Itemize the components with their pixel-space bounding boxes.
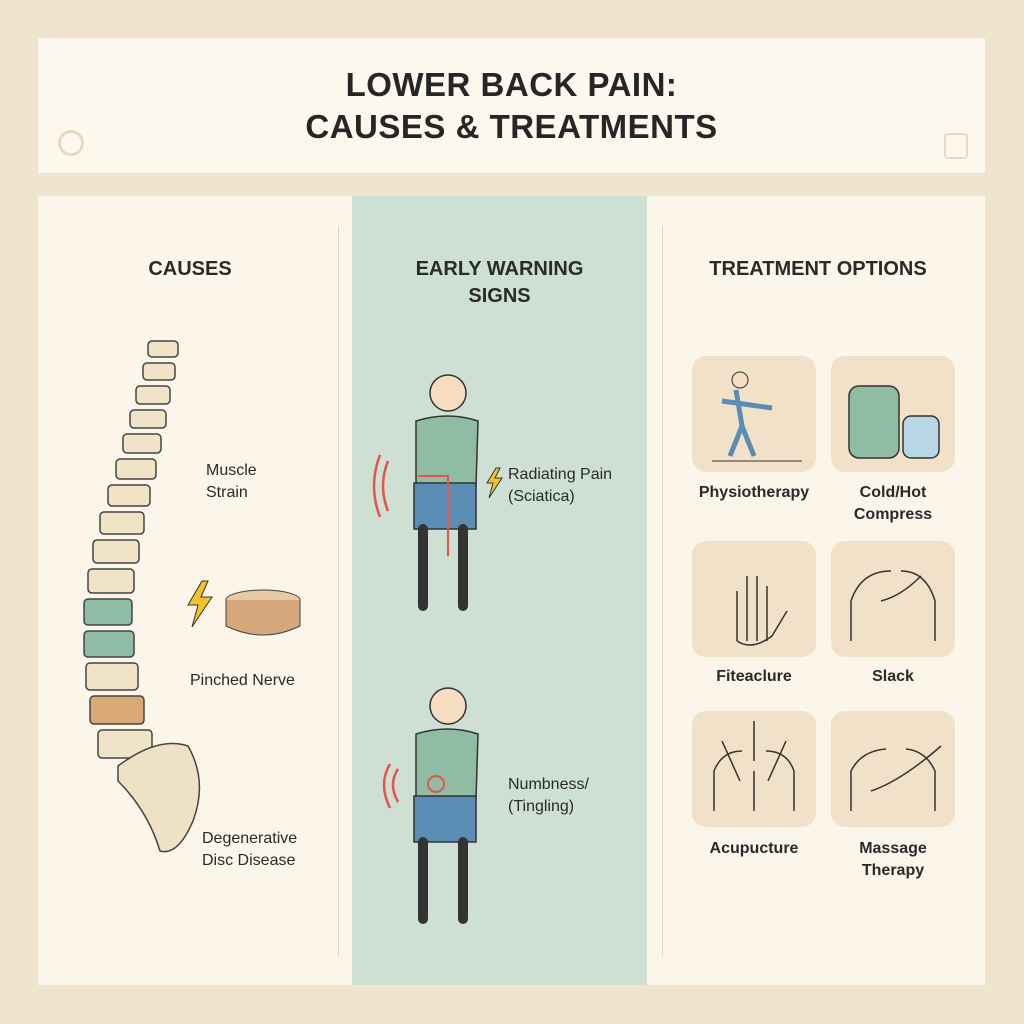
sign-label-sciatica: Radiating Pain (Sciatica) — [508, 466, 613, 505]
treatment-label: Physiotherapy — [698, 484, 810, 501]
tile-massage[interactable] — [831, 711, 955, 827]
lightning-bolt-icon — [486, 467, 503, 499]
back-hand-icon — [850, 570, 936, 641]
hand-icon — [736, 576, 788, 646]
tile-fiteaclure[interactable] — [692, 541, 816, 657]
numbness-figure — [382, 687, 479, 924]
treatment-label: Massage Therapy — [859, 840, 927, 879]
tile-slack[interactable] — [831, 541, 955, 657]
tile-physiotherapy[interactable] — [692, 356, 816, 472]
warning-title: EARLY WARNING SIGNS — [415, 258, 584, 307]
divider — [662, 226, 663, 956]
content-panel: CAUSES Muscle Strain Pinched Nerve Degen… — [38, 196, 985, 985]
page-title: LOWER BACK PAIN: CAUSES & TREATMENTS — [38, 64, 985, 148]
treatment-label: Fiteaclure — [716, 668, 792, 685]
lightning-bolt-icon — [187, 580, 213, 628]
treatment-label: Acupucture — [709, 840, 799, 857]
tile-acupuncture[interactable] — [692, 711, 816, 827]
divider — [338, 226, 339, 956]
herniated-disc-icon — [225, 589, 301, 636]
clipboard-icon — [944, 133, 968, 159]
tile-compress[interactable] — [831, 356, 955, 472]
massage-icon — [850, 745, 942, 811]
check-badge-icon — [58, 130, 84, 156]
acupuncture-icon — [713, 721, 795, 811]
physiotherapy-icon — [712, 371, 802, 462]
label-degenerative-disc: Degenerative Disc Disease — [202, 830, 298, 869]
treatment-label: Cold/Hot Compress — [853, 484, 933, 523]
compress-icon — [848, 385, 940, 459]
warning-column — [352, 196, 647, 985]
header-banner: LOWER BACK PAIN: CAUSES & TREATMENTS — [38, 38, 985, 173]
title-line-2: CAUSES & TREATMENTS — [305, 108, 718, 145]
treatments-title: TREATMENT OPTIONS — [709, 258, 927, 280]
label-muscle-strain: Muscle Strain — [206, 462, 257, 501]
sign-label-numbness: Numbness/ (Tingling) — [508, 776, 589, 815]
sciatica-figure — [372, 374, 479, 611]
spine-illustration — [83, 340, 201, 853]
label-pinched-nerve: Pinched Nerve — [190, 672, 295, 689]
causes-title: CAUSES — [148, 258, 232, 280]
treatment-label: Slack — [872, 668, 914, 685]
title-line-1: LOWER BACK PAIN: — [345, 66, 678, 103]
